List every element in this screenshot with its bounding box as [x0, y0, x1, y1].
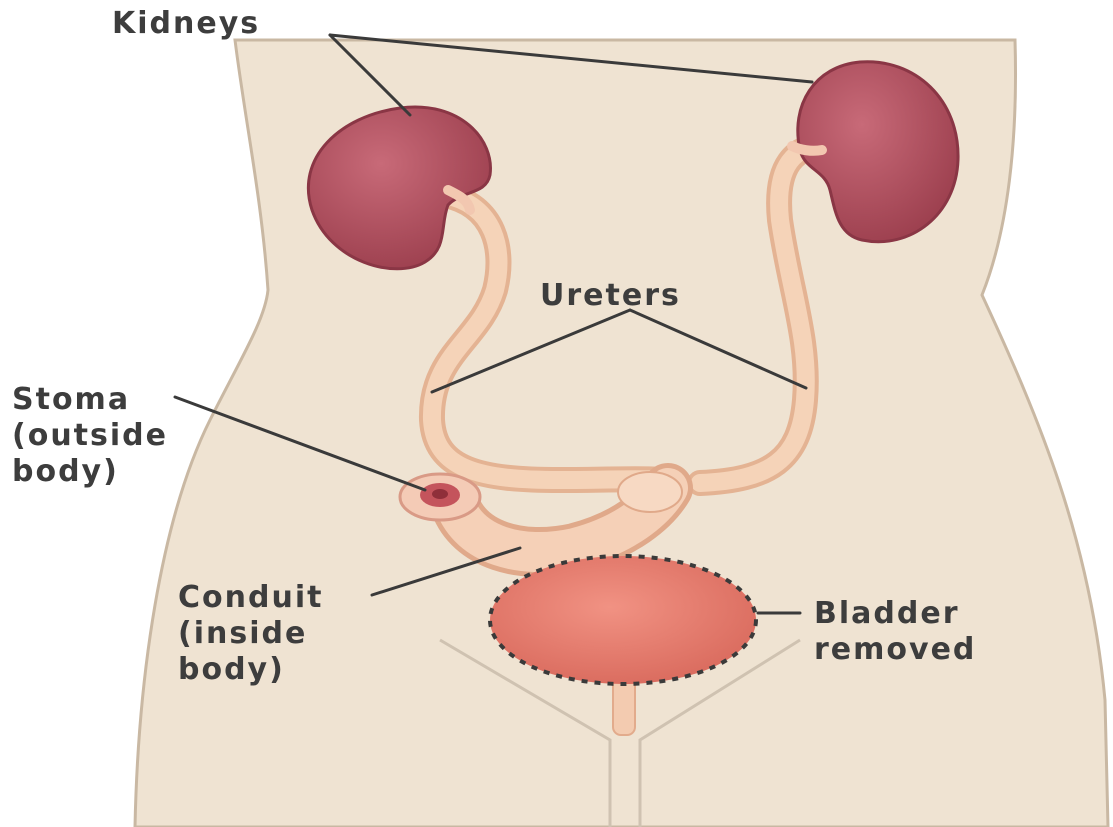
stoma-icon [400, 474, 480, 520]
label-stoma-line-1: Stoma [12, 382, 168, 418]
label-conduit-line-1: Conduit [178, 580, 323, 616]
label-stoma: Stoma (outside body) [12, 382, 168, 490]
label-conduit-line-2: (inside [178, 616, 323, 652]
bladder-icon [490, 556, 756, 684]
label-conduit-line-3: body) [178, 652, 323, 688]
label-kidneys-text: Kidneys [112, 6, 260, 42]
label-ureters: Ureters [540, 278, 681, 314]
label-stoma-line-2: (outside [12, 418, 168, 454]
label-ureters-text: Ureters [540, 278, 681, 314]
label-bladder: Bladder removed [814, 596, 976, 668]
label-kidneys: Kidneys [112, 6, 260, 42]
label-bladder-line-2: removed [814, 632, 976, 668]
label-stoma-line-3: body) [12, 454, 168, 490]
label-conduit: Conduit (inside body) [178, 580, 323, 688]
label-bladder-line-1: Bladder [814, 596, 976, 632]
